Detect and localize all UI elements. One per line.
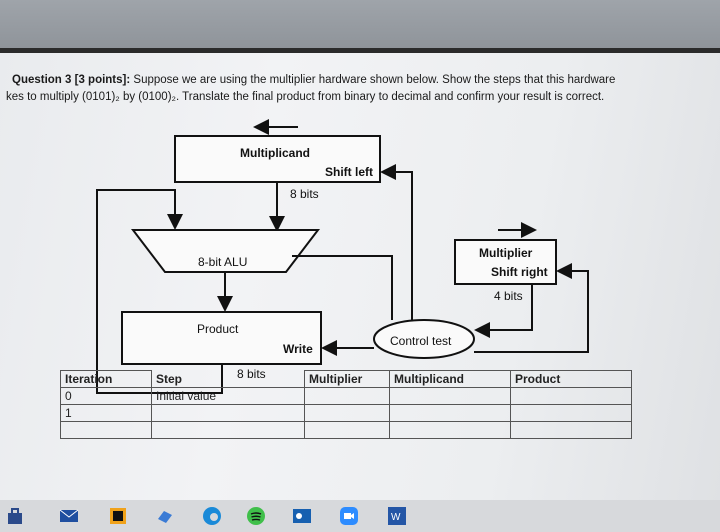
store-icon[interactable] bbox=[5, 506, 25, 526]
cell bbox=[60, 421, 152, 439]
cell bbox=[510, 421, 632, 439]
cell: 1 bbox=[60, 404, 152, 422]
zoom-icon[interactable] bbox=[339, 506, 359, 526]
cell bbox=[151, 404, 305, 422]
cell bbox=[389, 421, 511, 439]
question-text: Question 3 [3 points]: Suppose we are us… bbox=[6, 72, 717, 103]
explorer-icon[interactable] bbox=[155, 506, 175, 526]
top-area bbox=[0, 0, 720, 48]
question-lead: Question 3 [3 points]: bbox=[12, 74, 131, 86]
bits4-label: 4 bits bbox=[494, 289, 523, 303]
taskbar: W bbox=[0, 500, 720, 532]
cell bbox=[389, 387, 511, 405]
table-header-row: Iteration Step Multiplier Multiplicand P… bbox=[60, 370, 632, 388]
cell bbox=[510, 387, 632, 405]
spotify-icon[interactable] bbox=[246, 506, 266, 526]
edge-icon[interactable] bbox=[202, 506, 222, 526]
bits8-label-a: 8 bits bbox=[290, 187, 319, 201]
control-test-label: Control test bbox=[390, 334, 452, 348]
question-line1: Suppose we are using the multiplier hard… bbox=[133, 74, 616, 86]
header-multiplicand: Multiplicand bbox=[389, 370, 511, 388]
cell bbox=[304, 404, 390, 422]
header-step: Step bbox=[151, 370, 305, 388]
cell: 0 bbox=[60, 387, 152, 405]
cell bbox=[151, 421, 305, 439]
alu-label: 8-bit ALU bbox=[198, 255, 247, 269]
jetbrains-icon[interactable] bbox=[108, 506, 128, 526]
table-row: 0 Initial value bbox=[60, 387, 632, 405]
multiplicand-label: Multiplicand bbox=[240, 146, 310, 160]
table-row bbox=[60, 421, 632, 439]
shift-left-label: Shift left bbox=[325, 165, 373, 179]
multiplier-register bbox=[454, 239, 557, 285]
table-row: 1 bbox=[60, 404, 632, 422]
header-product: Product bbox=[510, 370, 632, 388]
cell: Initial value bbox=[151, 387, 305, 405]
mail-icon[interactable] bbox=[59, 506, 79, 526]
header-multiplier: Multiplier bbox=[304, 370, 390, 388]
header-iteration: Iteration bbox=[60, 370, 152, 388]
product-label: Product bbox=[197, 322, 239, 336]
word-icon[interactable]: W bbox=[387, 506, 407, 526]
shift-right-label: Shift right bbox=[491, 265, 548, 279]
alu-shape bbox=[130, 229, 321, 273]
control-test-shape bbox=[373, 319, 475, 359]
cell bbox=[510, 404, 632, 422]
multiplicand-register bbox=[174, 135, 381, 183]
cell bbox=[304, 387, 390, 405]
product-register bbox=[121, 311, 322, 365]
write-label: Write bbox=[283, 342, 313, 356]
outlook-icon[interactable] bbox=[292, 506, 312, 526]
svg-text:W: W bbox=[391, 512, 401, 523]
steps-table-wrap: Iteration Step Multiplier Multiplicand P… bbox=[60, 370, 632, 439]
question-line2: kes to multiply (0101)₂ by (0100)₂. Tran… bbox=[6, 91, 605, 103]
cell bbox=[304, 421, 390, 439]
multiplier-diagram: Multiplicand Shift left 8 bits 8-bit ALU… bbox=[96, 119, 589, 394]
cell bbox=[389, 404, 511, 422]
multiplier-label: Multiplier bbox=[479, 246, 533, 260]
steps-table: Iteration Step Multiplier Multiplicand P… bbox=[60, 370, 632, 439]
